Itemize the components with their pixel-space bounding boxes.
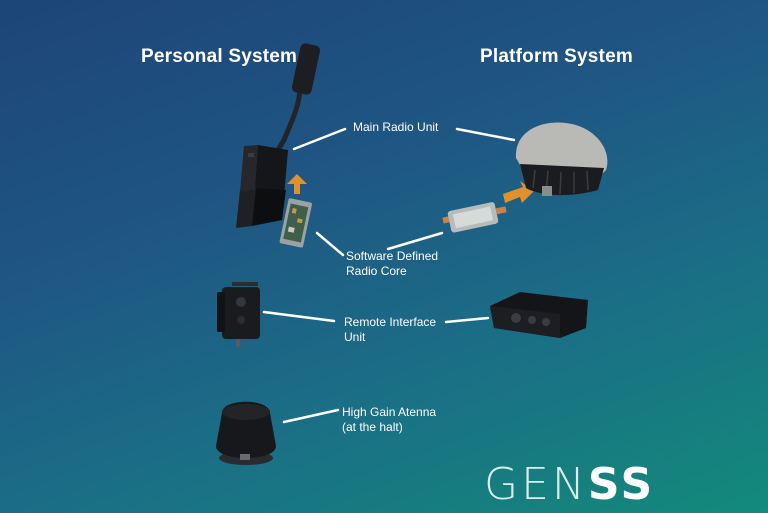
personal-radio-icon bbox=[236, 43, 321, 228]
riu-label-line2: Unit bbox=[344, 330, 366, 344]
sdr-core-personal-icon bbox=[279, 198, 312, 248]
high-gain-antenna-icon bbox=[216, 401, 276, 465]
sdr-label-line1: Software Defined bbox=[346, 249, 439, 263]
platform-radio-icon bbox=[515, 122, 608, 196]
connector-sdr-personal bbox=[315, 231, 345, 257]
sdr-label: Software Defined Radio Core bbox=[346, 249, 438, 279]
connector-main-radio-platform bbox=[455, 127, 516, 142]
personal-system-title: Personal System bbox=[141, 46, 298, 67]
genss-logo: GENSS bbox=[484, 459, 655, 510]
riu-label: Remote Interface Unit bbox=[344, 315, 436, 345]
logo-part2: SS bbox=[587, 459, 656, 510]
antenna-label-line2: (at the halt) bbox=[342, 420, 403, 434]
sdr-label-line2: Radio Core bbox=[346, 264, 407, 278]
antenna-label: High Gain Atenna (at the halt) bbox=[342, 405, 436, 435]
main-radio-label: Main Radio Unit bbox=[353, 120, 439, 134]
riu-label-line1: Remote Interface bbox=[344, 315, 437, 329]
connector-riu-platform bbox=[444, 316, 490, 324]
arrow-up-icon bbox=[287, 174, 307, 194]
riu-platform-icon bbox=[490, 292, 588, 338]
antenna-label-line1: High Gain Atenna bbox=[342, 405, 437, 419]
connector-antenna bbox=[282, 408, 340, 424]
connector-sdr-platform bbox=[386, 231, 444, 251]
sdr-core-platform-icon bbox=[442, 202, 507, 233]
platform-system-title: Platform System bbox=[480, 46, 633, 67]
connector-riu-personal bbox=[262, 310, 336, 323]
connector-main-radio-personal bbox=[292, 127, 347, 151]
riu-personal-icon bbox=[217, 282, 260, 347]
logo-part1: GEN bbox=[484, 459, 588, 510]
